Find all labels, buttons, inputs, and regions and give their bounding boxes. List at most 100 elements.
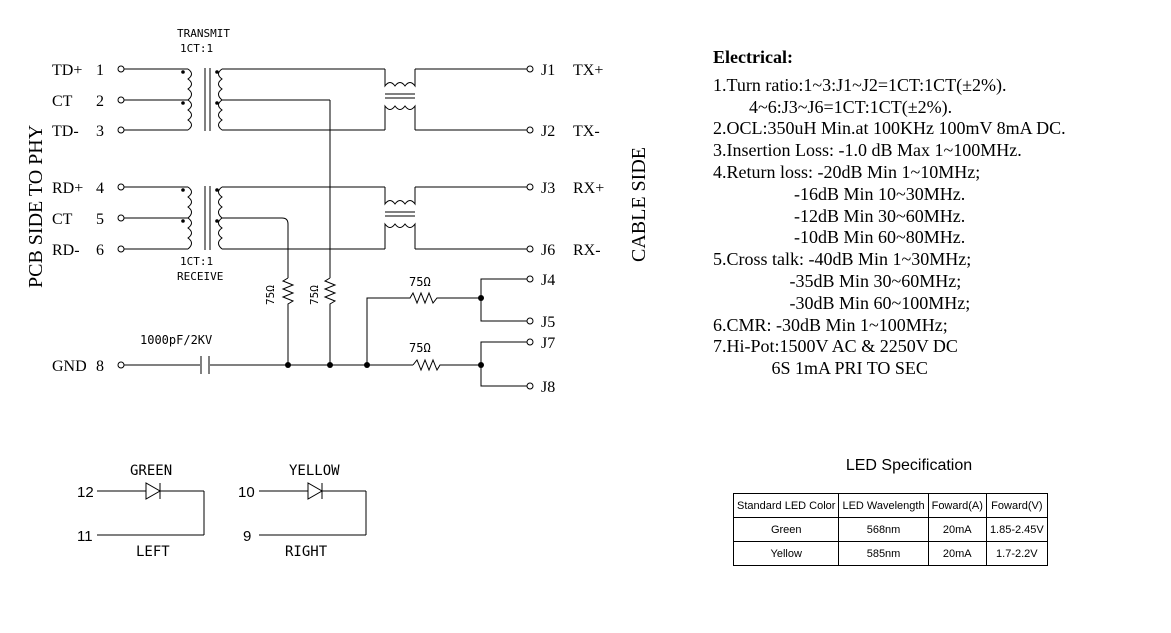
spec-line: -12dB Min 30~60MHz. [713, 205, 966, 226]
spec-line: -35dB Min 30~60MHz; [713, 270, 962, 291]
transmit-transformer [187, 68, 223, 131]
led-spec-table: Standard LED Color LED Wavelength Foward… [732, 493, 1048, 566]
spec-line: 3.Insertion Loss: -1.0 dB Max 1~100MHz. [713, 140, 1022, 161]
polarity-dot [181, 70, 185, 74]
resistor-label: 75Ω [409, 275, 431, 289]
jack-pin-signal: RX+ [573, 180, 604, 197]
resistor-rx-ct [281, 277, 295, 365]
junction-dot [327, 362, 333, 368]
spec-line: 4.Return loss: -20dB Min 1~10MHz; [713, 161, 981, 182]
table-row: Yellow 585nm 20mA 1.7-2.2V [732, 541, 1048, 566]
jack-pin-name: J3 [541, 180, 555, 197]
table-cell: 20mA [927, 541, 987, 566]
led-color-label: YELLOW [289, 463, 340, 479]
jack-pin-name: J7 [541, 335, 555, 352]
table-cell: 20mA [927, 517, 987, 542]
polarity-dot [181, 101, 185, 105]
table-cell: 1.7-2.2V [985, 541, 1048, 566]
j4-terminal [526, 275, 534, 283]
j2-terminal [526, 126, 534, 134]
pin-name: GND [52, 358, 87, 375]
pin-number: 3 [96, 123, 104, 140]
pin-8-terminal [117, 361, 125, 369]
header-cell: Standard LED Color [732, 493, 840, 518]
header-cell: Foward(V) [985, 493, 1048, 518]
jack-pin-name: J6 [541, 242, 555, 259]
resistor-label: 75Ω [409, 341, 431, 355]
jack-pin-name: J8 [541, 379, 555, 396]
jack-pin-signal: TX+ [573, 62, 603, 79]
j5-terminal [526, 317, 534, 325]
pin-number: 6 [96, 242, 104, 259]
led-side-label: RIGHT [285, 544, 328, 560]
pin-name: TD+ [52, 62, 82, 79]
junction-dot [364, 362, 370, 368]
transmit-label: TRANSMIT [177, 27, 230, 40]
pin-4-terminal [117, 183, 125, 191]
junction-dot [285, 362, 291, 368]
polarity-dot [215, 188, 219, 192]
table-cell: 585nm [838, 541, 929, 566]
resistor-label: 75Ω [308, 285, 321, 305]
led-side-label: LEFT [136, 544, 170, 560]
spec-line: -10dB Min 60~80MHz. [713, 227, 966, 248]
spec-line: 2.OCL:350uH Min.at 100KHz 100mV 8mA DC. [713, 118, 1066, 139]
pin-5-terminal [117, 214, 125, 222]
pin-1-terminal [117, 65, 125, 73]
pin-number: 5 [96, 211, 104, 228]
receive-ratio: 1CT:1 [180, 255, 213, 268]
transmit-ratio: 1CT:1 [180, 42, 213, 55]
pin-6-terminal [117, 245, 125, 253]
spec-line: -30dB Min 60~100MHz; [713, 292, 971, 313]
pin-3-terminal [117, 126, 125, 134]
spec-line: 6.CMR: -30dB Min 1~100MHz; [713, 314, 948, 335]
pin-number: 1 [96, 62, 104, 79]
common-mode-choke-tx [384, 69, 416, 130]
jack-pin-name: J2 [541, 123, 555, 140]
pin-2-terminal [117, 96, 125, 104]
spec-line: 1.Turn ratio:1~3:J1~J2=1CT:1CT(±2%). [713, 74, 1007, 95]
polarity-dot [215, 219, 219, 223]
jack-pin-name: J5 [541, 314, 555, 331]
jack-pin-name: J1 [541, 62, 555, 79]
junction-dot [478, 295, 484, 301]
spec-line: 5.Cross talk: -40dB Min 1~30MHz; [713, 249, 972, 270]
header-cell: Foward(A) [927, 493, 987, 518]
junction-dot [478, 362, 484, 368]
header-cell: LED Wavelength [838, 493, 929, 518]
pin-name: TD- [52, 123, 79, 140]
cable-side-label: CABLE SIDE [628, 147, 650, 262]
j1-terminal [526, 65, 534, 73]
pin-name: RD+ [52, 180, 83, 197]
table-header-row: Standard LED Color LED Wavelength Foward… [732, 493, 1048, 518]
pin-number: 8 [96, 358, 104, 375]
table-cell: 568nm [838, 517, 929, 542]
resistor-tx-ct [323, 277, 337, 365]
jack-pin-signal: TX- [573, 123, 600, 140]
table-cell: 1.85-2.45V [985, 517, 1048, 542]
pin-name: RD- [52, 242, 80, 259]
led-color-label: GREEN [130, 463, 172, 479]
led-pin-b: 9 [243, 528, 251, 545]
j8-terminal [526, 382, 534, 390]
pin-number: 2 [96, 93, 104, 110]
receive-transformer [187, 186, 223, 250]
pcb-side-label: PCB SIDE TO PHY [25, 125, 47, 288]
table-cell: Green [732, 517, 840, 542]
polarity-dot [181, 219, 185, 223]
spec-line: -16dB Min 10~30MHz. [713, 183, 966, 204]
polarity-dot [215, 70, 219, 74]
spec-line: 6S 1mA PRI TO SEC [713, 358, 928, 379]
led-pin-a: 12 [77, 484, 94, 501]
common-mode-choke-rx [384, 187, 416, 249]
j6-terminal [526, 245, 534, 253]
pin-number: 4 [96, 180, 104, 197]
pin-name: CT [52, 93, 73, 110]
resistor-label: 75Ω [264, 285, 277, 305]
j3-terminal [526, 183, 534, 191]
polarity-dot [215, 101, 219, 105]
spec-line: 7.Hi-Pot:1500V AC & 2250V DC [713, 336, 958, 357]
led-pin-a: 10 [238, 484, 255, 501]
led-spec-title: LED Specification [845, 457, 973, 474]
jack-pin-signal: RX- [573, 242, 601, 259]
